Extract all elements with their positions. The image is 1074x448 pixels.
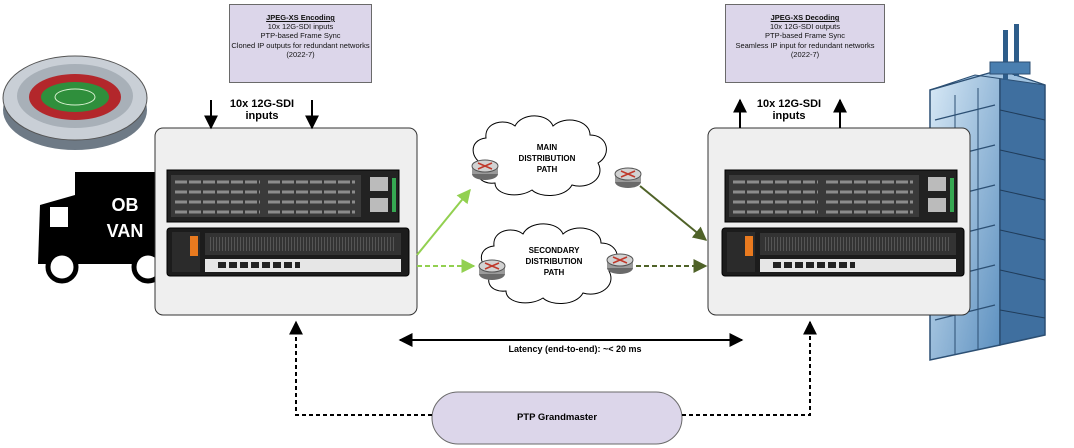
latency-label: Latency (end-to-end): ~< 20 ms xyxy=(508,344,642,354)
ob-van-label-line: VAN xyxy=(106,221,144,241)
ptp-link-encoder xyxy=(289,320,432,416)
main-path-label-line: MAIN xyxy=(536,143,558,152)
main-path-link-in xyxy=(416,188,471,256)
encoder-rack-unit-top xyxy=(166,169,400,223)
decoding-callout-line: PTP-based Frame Sync xyxy=(764,31,846,41)
encoding-callout-line: 10x 12G-SDI inputs xyxy=(267,22,334,32)
ptp-link-decoder xyxy=(682,320,817,416)
decoding-callout-line: 10x 12G-SDI outputs xyxy=(769,22,841,32)
stadium-icon xyxy=(2,55,148,150)
secondary-path-label-line: SECONDARY xyxy=(528,246,580,255)
router-icon xyxy=(614,167,642,188)
main-path-cloud xyxy=(472,115,607,196)
decoder-rack-unit-bottom xyxy=(721,227,965,277)
ob-van-label: OB VAN xyxy=(85,192,165,244)
encoding-callout-line: (2022-7) xyxy=(286,49,315,59)
main-path-label-line: DISTRIBUTION xyxy=(518,154,576,163)
decoder-rack-unit-top xyxy=(724,169,958,223)
decoder-sdi-label-line: inputs xyxy=(772,110,806,122)
decoding-callout-title: JPEG-XS Decoding xyxy=(770,13,840,22)
decoding-callout-line: (2022-7) xyxy=(790,49,820,59)
router-icon xyxy=(606,253,634,274)
decoding-callout-line: Seamless IP input for redundant networks xyxy=(735,40,875,50)
secondary-path-label-line: PATH xyxy=(543,268,565,277)
secondary-path-label-line: DISTRIBUTION xyxy=(525,257,583,266)
encoding-callout: JPEG-XS Encoding 10x 12G-SDI inputs PTP-… xyxy=(229,4,372,83)
encoder-sdi-label: 10x 12G-SDI inputs xyxy=(222,98,302,122)
secondary-path-label: SECONDARY DISTRIBUTION PATH xyxy=(504,245,604,278)
ptp-grandmaster-box xyxy=(431,391,683,445)
decoder-sdi-label: 10x 12G-SDI inputs xyxy=(749,98,829,122)
ptp-grandmaster-label: PTP Grandmaster xyxy=(516,412,598,423)
main-path-label: MAIN DISTRIBUTION PATH xyxy=(502,142,592,175)
ob-van-label-line: OB xyxy=(111,195,139,215)
decoder-sdi-label-line: 10x 12G-SDI xyxy=(756,98,822,110)
router-icon xyxy=(478,259,506,280)
decoding-callout: JPEG-XS Decoding 10x 12G-SDI outputs PTP… xyxy=(725,4,885,83)
main-path-link-out xyxy=(639,185,708,241)
encoding-callout-line: PTP-based Frame Sync xyxy=(260,31,341,41)
main-path-label-line: PATH xyxy=(536,165,558,174)
encoding-callout-title: JPEG-XS Encoding xyxy=(266,13,335,22)
encoder-sdi-label-line: inputs xyxy=(245,110,279,122)
encoder-rack-unit-bottom xyxy=(166,227,410,277)
encoder-sdi-label-line: 10x 12G-SDI xyxy=(229,98,295,110)
encoding-callout-line: Cloned IP outputs for redundant networks xyxy=(231,40,370,50)
router-icon xyxy=(471,159,499,180)
